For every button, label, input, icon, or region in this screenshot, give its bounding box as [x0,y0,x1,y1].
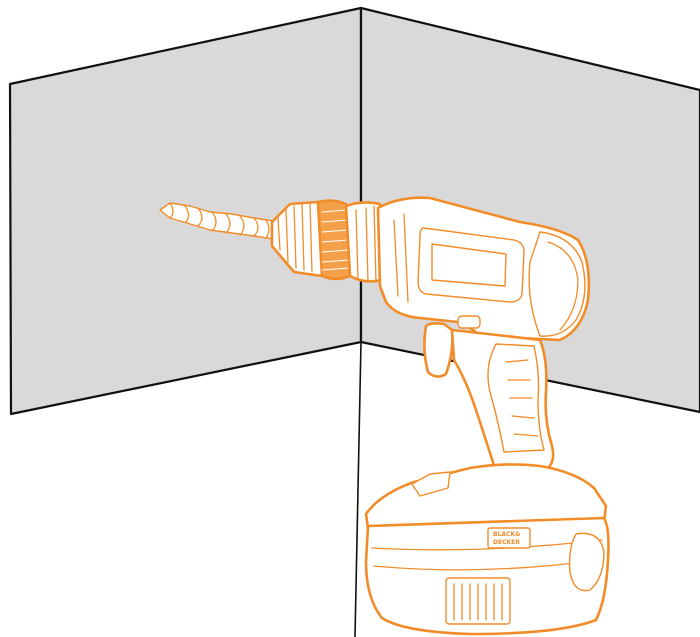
clutch-collar [344,201,384,283]
floor-corner-edge [354,341,362,637]
brand-text-line1: BLACK& [493,531,520,538]
brand-text-line2: DECKER [493,539,520,546]
trigger [423,322,454,378]
battery-vent-grille [445,577,511,625]
battery-body [364,516,610,636]
brand-label: BLACK& DECKER [487,527,531,549]
cordless-drill-icon: BLACK& DECKER [159,196,610,636]
direction-switch [457,315,481,329]
battery-pack-icon: BLACK& DECKER [364,463,610,636]
battery-release-button [568,532,605,592]
